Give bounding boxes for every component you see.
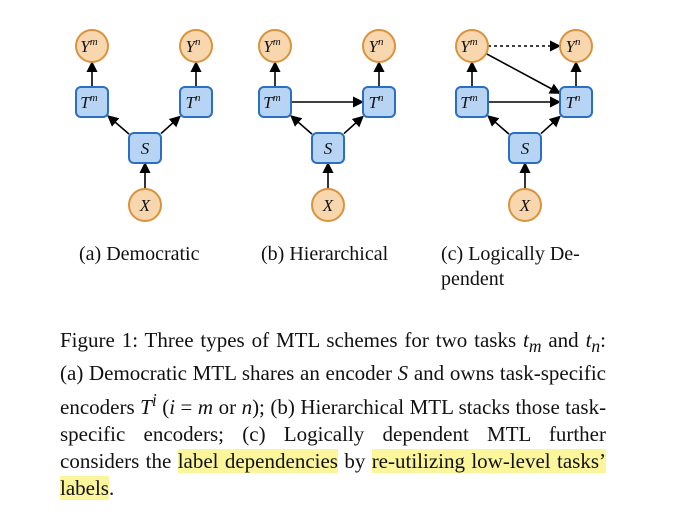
node-Tn: Tn (179, 86, 213, 118)
subcaption-hierarchical: (b) Hierarchical (261, 243, 389, 265)
node-Yn: Yn (179, 29, 213, 63)
node-label-X: X (519, 196, 531, 215)
node-X: X (128, 188, 162, 222)
caption-text-6: ); (b) Hierarchical MTL stacks those tas… (60, 395, 607, 474)
node-Yn: Yn (559, 29, 593, 63)
math-i: i (169, 395, 176, 420)
math-T-i: Ti (140, 390, 157, 420)
subcaption-line-2: pendent (441, 268, 505, 290)
caption-text-1: Three types of MTL schemes for two tasks (144, 328, 517, 352)
edge-S-to-Tm (487, 115, 510, 135)
node-Ym: Ym (455, 29, 489, 63)
math-equals: = (180, 395, 193, 420)
edge-S-to-Tm (107, 115, 130, 135)
node-label-S: S (141, 139, 150, 158)
node-label-X: X (322, 196, 334, 215)
subcaption-logically-dependent: (c) Logically De- pendent (441, 242, 616, 292)
math-S: S (397, 361, 409, 386)
node-X: X (508, 188, 542, 222)
edge-S-to-Tm (290, 115, 313, 135)
node-X: X (311, 188, 345, 222)
node-label-Tn: Tn (369, 92, 384, 112)
subcaption-line-1: (c) Logically De- (441, 243, 580, 265)
node-Ym: Ym (258, 29, 292, 63)
figure-caption: Figure 1: Three types of MTL schemes for… (60, 327, 606, 502)
node-label-X: X (139, 196, 151, 215)
caption-label: Figure 1: (60, 328, 139, 352)
node-label-Tm: Tm (263, 92, 280, 112)
node-label-Yn: Yn (186, 36, 201, 56)
edge-S-to-Tn (343, 115, 364, 135)
node-S: S (128, 132, 162, 164)
caption-or: or (218, 395, 237, 420)
math-n: n (241, 395, 253, 420)
node-label-Tm: Tm (460, 92, 477, 112)
edge-S-to-Tn (160, 115, 181, 135)
subcaption-democratic: (a) Democratic (79, 243, 200, 265)
node-label-Ym: Ym (80, 36, 97, 56)
node-label-S: S (324, 139, 333, 158)
math-m: m (197, 395, 214, 420)
node-label-Ym: Ym (460, 36, 477, 56)
caption-text-8: . (108, 476, 115, 501)
node-Ym: Ym (75, 29, 109, 63)
node-label-Tn: Tn (566, 92, 581, 112)
caption-text-4: and owns task-specific encoders (60, 361, 607, 420)
node-label-Yn: Yn (369, 36, 384, 56)
edge-Ym-to-Tn (485, 52, 561, 95)
node-label-Yn: Yn (566, 36, 581, 56)
node-label-Tn: Tn (186, 92, 201, 112)
edge-S-to-Tn (540, 115, 561, 135)
node-Tn: Tn (559, 86, 593, 118)
caption-text-7: by (344, 449, 366, 474)
node-S: S (311, 132, 345, 164)
highlight-label-dependencies: label dependencies (177, 449, 338, 474)
caption-text-3: : (a) Democratic MTL shares an encoder (60, 328, 606, 386)
caption-text-2: and (548, 328, 579, 352)
node-label-Tm: Tm (80, 92, 97, 112)
math-t-n: tn (585, 328, 601, 357)
node-label-Ym: Ym (263, 36, 280, 56)
node-label-S: S (521, 139, 530, 158)
node-Tn: Tn (362, 86, 396, 118)
math-t-m: tm (523, 328, 542, 357)
node-Tm: Tm (455, 86, 489, 118)
node-Tm: Tm (75, 86, 109, 118)
node-S: S (508, 132, 542, 164)
node-Yn: Yn (362, 29, 396, 63)
caption-text-5: ( (162, 395, 170, 420)
node-Tm: Tm (258, 86, 292, 118)
